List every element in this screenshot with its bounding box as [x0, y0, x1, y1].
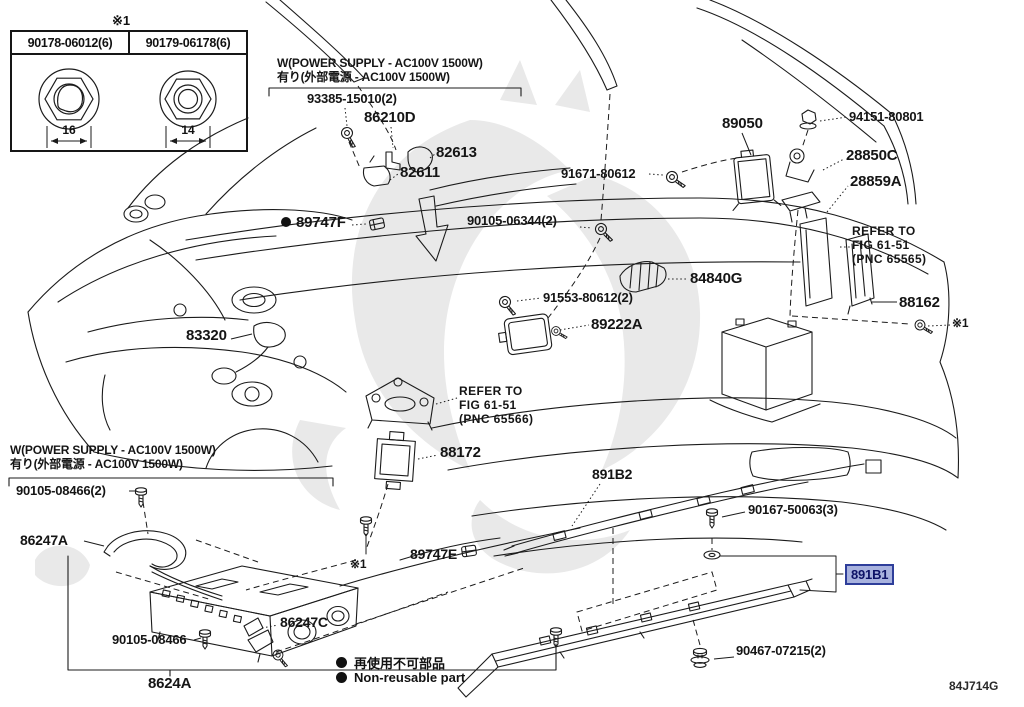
label-82613-text: 82613: [436, 144, 477, 161]
label-90105-08466-2[interactable]: 90105-08466(2): [16, 483, 106, 498]
label-89747F[interactable]: 89747F: [281, 214, 346, 232]
label-90467-07215[interactable]: 90467-07215(2): [736, 643, 826, 658]
label-88172[interactable]: 88172: [440, 444, 481, 462]
nut-drawings: [38, 68, 217, 148]
label-86247A[interactable]: 86247A: [20, 532, 68, 548]
legend-jp-text: 再使用不可部品: [354, 656, 446, 671]
note-table: 90178-06012(6) 90179-06178(6): [10, 30, 248, 152]
label-90105-06344[interactable]: 90105-06344(2): [467, 213, 557, 228]
note-asterisk1-bottom-text: ※1: [350, 557, 367, 571]
non-reusable-bullet-icon: [336, 657, 347, 668]
label-89747E[interactable]: 89747E: [410, 546, 458, 562]
note-refer-65566: REFER TO FIG 61-51 (PNC 65566): [459, 384, 533, 426]
note-table-ref: ※1: [112, 13, 131, 28]
label-891B2[interactable]: 891B2: [592, 466, 633, 482]
label-84840G-text: 84840G: [690, 270, 743, 287]
label-90167-50063[interactable]: 90167-50063(3): [748, 502, 838, 517]
label-83320[interactable]: 83320: [186, 327, 227, 345]
label-891B1[interactable]: 891B1: [845, 564, 895, 585]
label-82611[interactable]: 82611: [400, 164, 440, 182]
non-reusable-bullet-icon: [336, 672, 347, 683]
note-asterisk1-bottom: ※1: [350, 557, 367, 571]
label-89050[interactable]: 89050: [722, 115, 763, 133]
label-891B2-text: 891B2: [592, 466, 633, 482]
label-28859A-text: 28859A: [850, 173, 902, 190]
label-91553-80612-text: 91553-80612(2): [543, 290, 633, 305]
legend-non-reusable-jp: 再使用不可部品: [336, 653, 445, 672]
note-refer-65566-text: REFER TO FIG 61-51 (PNC 65566): [459, 384, 534, 427]
label-86247C[interactable]: 86247C: [280, 614, 328, 630]
label-28859A[interactable]: 28859A: [850, 173, 902, 191]
power-supply-note-bottom-line1: W(POWER SUPPLY - AC100V 1500W): [10, 443, 216, 457]
label-94151-80801[interactable]: 94151-80801: [849, 109, 924, 124]
label-93385-15010[interactable]: 93385-15010(2): [307, 91, 397, 106]
label-82613[interactable]: 82613: [436, 144, 477, 162]
label-83320-text: 83320: [186, 327, 227, 344]
non-reusable-bullet-icon: [281, 217, 291, 227]
label-28850C[interactable]: 28850C: [846, 147, 898, 165]
label-90105-08466-text: 90105-08466: [112, 632, 187, 647]
direction-arrow-icon: [415, 195, 449, 262]
label-91671-80612-text: 91671-80612: [561, 166, 636, 181]
note-refer-65565: REFER TO FIG 61-51 (PNC 65565): [852, 224, 926, 266]
power-supply-note-top-line1: W(POWER SUPPLY - AC100V 1500W): [277, 56, 483, 70]
power-supply-note-bottom: W(POWER SUPPLY - AC100V 1500W) 有り(外部電源 -…: [10, 443, 216, 471]
label-93385-15010-text: 93385-15010(2): [307, 91, 397, 106]
label-84840G[interactable]: 84840G: [690, 270, 743, 288]
note-table-part-number-right[interactable]: 90179-06178(6): [145, 35, 231, 50]
label-89747E-text: 89747E: [410, 546, 458, 562]
label-88172-text: 88172: [440, 444, 481, 461]
label-8624A-text: 8624A: [148, 675, 192, 692]
power-supply-note-top-line2: 有り(外部電源 - AC100V 1500W): [277, 70, 450, 84]
label-89050-text: 89050: [722, 115, 763, 132]
label-86210D-text: 86210D: [364, 109, 416, 126]
label-88162[interactable]: 88162: [899, 294, 940, 312]
label-90467-07215-text: 90467-07215(2): [736, 643, 826, 658]
label-86247C-text: 86247C: [280, 614, 328, 630]
label-89222A-text: 89222A: [591, 316, 643, 333]
label-90105-08466[interactable]: 90105-08466: [112, 632, 187, 647]
label-8624A[interactable]: 8624A: [148, 675, 192, 693]
label-89222A[interactable]: 89222A: [591, 316, 643, 334]
note-refer-65565-text: REFER TO FIG 61-51 (PNC 65565): [852, 224, 927, 267]
power-supply-note-top: W(POWER SUPPLY - AC100V 1500W) 有り(外部電源 -…: [277, 56, 483, 84]
label-94151-80801-text: 94151-80801: [849, 109, 924, 124]
label-82611-text: 82611: [400, 164, 440, 181]
note-asterisk1-right-text: ※1: [952, 316, 969, 330]
nut-size-left: 16: [62, 123, 76, 137]
legend-en-text: Non-reusable part: [354, 670, 466, 685]
label-90105-08466-2-text: 90105-08466(2): [16, 483, 106, 498]
power-supply-note-bottom-line2: 有り(外部電源 - AC100V 1500W): [10, 457, 183, 471]
label-91671-80612[interactable]: 91671-80612: [561, 166, 636, 181]
nut-size-right: 14: [181, 123, 195, 137]
label-91553-80612[interactable]: 91553-80612(2): [543, 290, 633, 305]
label-90105-06344-text: 90105-06344(2): [467, 213, 557, 228]
label-891B1-text: 891B1: [851, 567, 889, 582]
label-88162-text: 88162: [899, 294, 940, 311]
diagram-code: 84J714G: [949, 679, 999, 693]
note-table-part-number-left[interactable]: 90178-06012(6): [12, 32, 130, 53]
label-90167-50063-text: 90167-50063(3): [748, 502, 838, 517]
label-28850C-text: 28850C: [846, 147, 898, 164]
label-86247A-text: 86247A: [20, 532, 68, 548]
label-89747F-text: 89747F: [296, 214, 346, 231]
label-86210D[interactable]: 86210D: [364, 109, 416, 127]
note-asterisk1-right: ※1: [952, 316, 969, 330]
legend-non-reusable-en: Non-reusable part: [336, 670, 465, 685]
